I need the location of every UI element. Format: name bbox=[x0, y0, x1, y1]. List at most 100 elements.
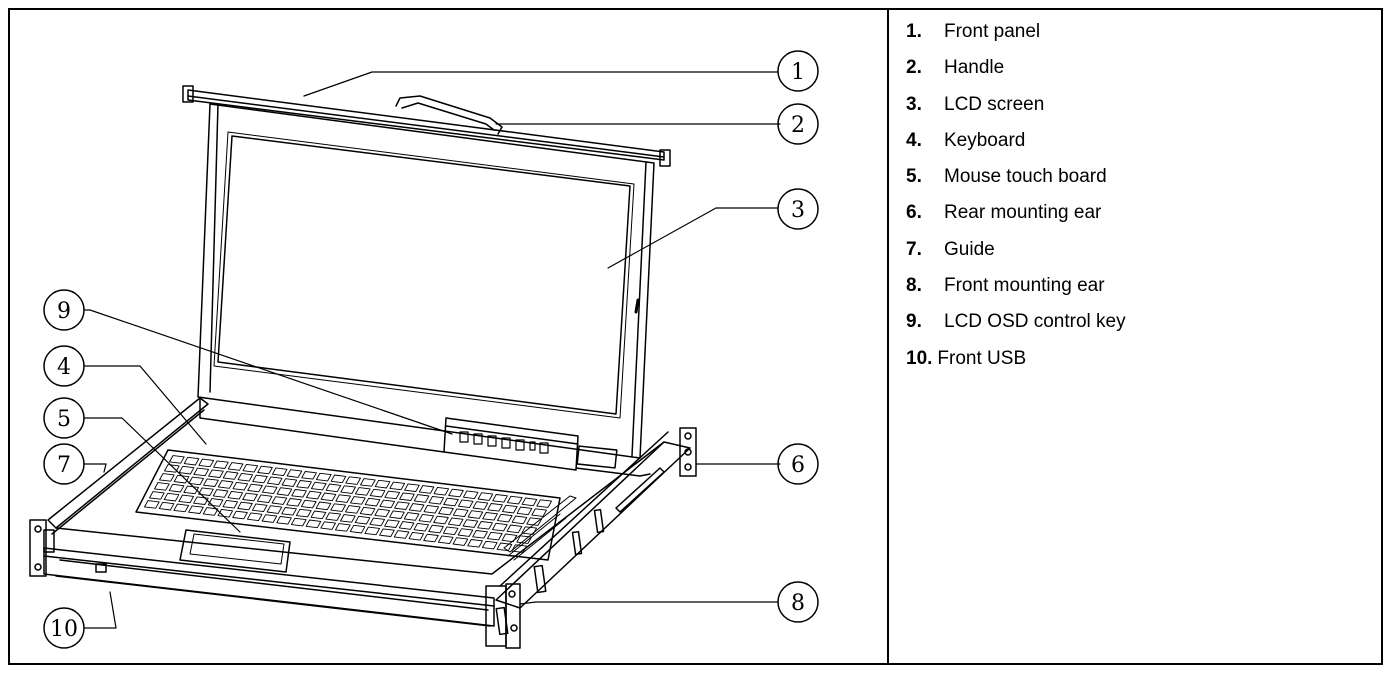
keyboard-key bbox=[506, 495, 523, 505]
svg-text:10: 10 bbox=[50, 617, 78, 642]
keyboard-key bbox=[374, 508, 391, 518]
keyboard-key bbox=[389, 510, 405, 519]
keyboard-key bbox=[516, 506, 533, 516]
keyboard-key bbox=[168, 483, 185, 493]
callout-7: 7 bbox=[43, 443, 85, 485]
keyboard-key bbox=[486, 531, 503, 541]
keyboard-key bbox=[340, 514, 356, 523]
legend-number: 2. bbox=[906, 57, 922, 79]
legend-label: Front USB bbox=[937, 347, 1027, 369]
callout-3: 3 bbox=[777, 188, 819, 230]
keyboard-key bbox=[340, 485, 356, 494]
keyboard-key bbox=[193, 467, 210, 477]
keyboard-key bbox=[256, 494, 273, 504]
keyboard-key bbox=[423, 533, 439, 543]
keyboard-key bbox=[379, 499, 396, 509]
keyboard-key bbox=[457, 499, 474, 509]
legend-item: 2. Handle bbox=[906, 50, 1376, 86]
front-mounting-ear-right bbox=[485, 583, 521, 649]
keyboard-key bbox=[320, 492, 337, 502]
legend-number: 8. bbox=[906, 275, 922, 297]
leader-lines bbox=[83, 71, 781, 629]
keyboard-key bbox=[501, 533, 518, 543]
keyboard-key bbox=[394, 501, 410, 510]
keyboard-key bbox=[521, 497, 538, 507]
keyboard-key bbox=[325, 512, 341, 521]
legend-item: 1.Front panel bbox=[906, 14, 1376, 50]
keyboard-key bbox=[491, 522, 508, 532]
keyboard-key bbox=[349, 524, 366, 534]
legend-item: 10.Front USB bbox=[906, 341, 1376, 377]
keyboard-key bbox=[428, 524, 444, 534]
keyboard-key bbox=[501, 504, 518, 514]
keyboard-key bbox=[188, 505, 204, 514]
keyboard-key bbox=[364, 526, 381, 536]
keyboard-key bbox=[252, 474, 268, 484]
keyboard-key bbox=[310, 510, 327, 520]
keyboard-key bbox=[443, 497, 459, 507]
legend-number: 5. bbox=[906, 166, 922, 188]
keyboard-key bbox=[315, 472, 332, 482]
keyboard-key bbox=[281, 507, 297, 516]
keyboard-key bbox=[408, 531, 425, 541]
keyboard-key bbox=[266, 505, 283, 514]
keyboard-key bbox=[462, 490, 479, 500]
keyboard-key bbox=[354, 515, 371, 525]
keyboard-key bbox=[442, 526, 459, 536]
keyboard-key bbox=[144, 500, 160, 509]
keyboard-key bbox=[404, 483, 420, 492]
front-key-cluster bbox=[503, 495, 577, 561]
keyboard-key bbox=[208, 469, 224, 478]
svg-text:4: 4 bbox=[57, 355, 71, 380]
legend-label: Handle bbox=[944, 57, 1005, 79]
keyboard-key bbox=[169, 455, 185, 464]
svg-text:6: 6 bbox=[791, 453, 805, 478]
keyboard-key bbox=[163, 492, 180, 502]
keyboard-key bbox=[149, 491, 165, 500]
keyboard-key bbox=[251, 503, 268, 513]
keyboard-key bbox=[242, 492, 258, 502]
keyboard-key bbox=[452, 508, 469, 518]
legend-label: Rear mounting ear bbox=[944, 202, 1102, 224]
keyboard-key bbox=[433, 515, 449, 525]
keyboard-key bbox=[536, 499, 552, 508]
keyboard-key bbox=[516, 535, 532, 544]
legend-item: 7.Guide bbox=[906, 232, 1376, 268]
keyboard-key bbox=[399, 492, 415, 501]
keyboard-key bbox=[202, 507, 219, 516]
keyboard-key bbox=[335, 523, 351, 532]
keyboard-key bbox=[477, 521, 493, 530]
keyboard-key bbox=[198, 458, 215, 468]
keyboard-key bbox=[384, 519, 400, 528]
keyboard-key bbox=[261, 485, 278, 495]
keyboard-keys bbox=[144, 455, 552, 553]
callout-5: 5 bbox=[43, 397, 85, 439]
keyboard-key bbox=[467, 539, 483, 548]
keyboard-key bbox=[286, 469, 303, 478]
keyboard-key bbox=[408, 503, 425, 512]
keyboard-key bbox=[295, 508, 312, 518]
keyboard-key bbox=[246, 512, 263, 522]
legend-label: LCD screen bbox=[944, 93, 1045, 115]
keyboard-key bbox=[492, 494, 508, 503]
osd-keys bbox=[459, 431, 549, 454]
svg-text:1: 1 bbox=[791, 60, 805, 85]
keyboard-key bbox=[183, 456, 200, 466]
keyboard-key bbox=[393, 530, 410, 539]
keyboard-key bbox=[531, 508, 547, 517]
legend-number: 1. bbox=[906, 21, 922, 42]
keyboard-key bbox=[232, 510, 248, 520]
callout-9: 9 bbox=[43, 289, 85, 331]
rear-mounting-ear bbox=[679, 427, 697, 477]
parts-legend: 1.Front panel 2.Handle 3.LCD screen 4.Ke… bbox=[906, 14, 1376, 377]
keyboard-key bbox=[271, 467, 288, 477]
handle bbox=[395, 95, 503, 135]
keyboard-key bbox=[482, 512, 498, 521]
legend-number: 3. bbox=[906, 93, 922, 115]
keyboard-key bbox=[374, 479, 391, 489]
keyboard-key bbox=[242, 463, 259, 473]
svg-text:7: 7 bbox=[57, 453, 71, 478]
keyboard-key bbox=[198, 487, 214, 496]
keyboard-key bbox=[188, 476, 205, 486]
svg-text:2: 2 bbox=[791, 113, 805, 138]
